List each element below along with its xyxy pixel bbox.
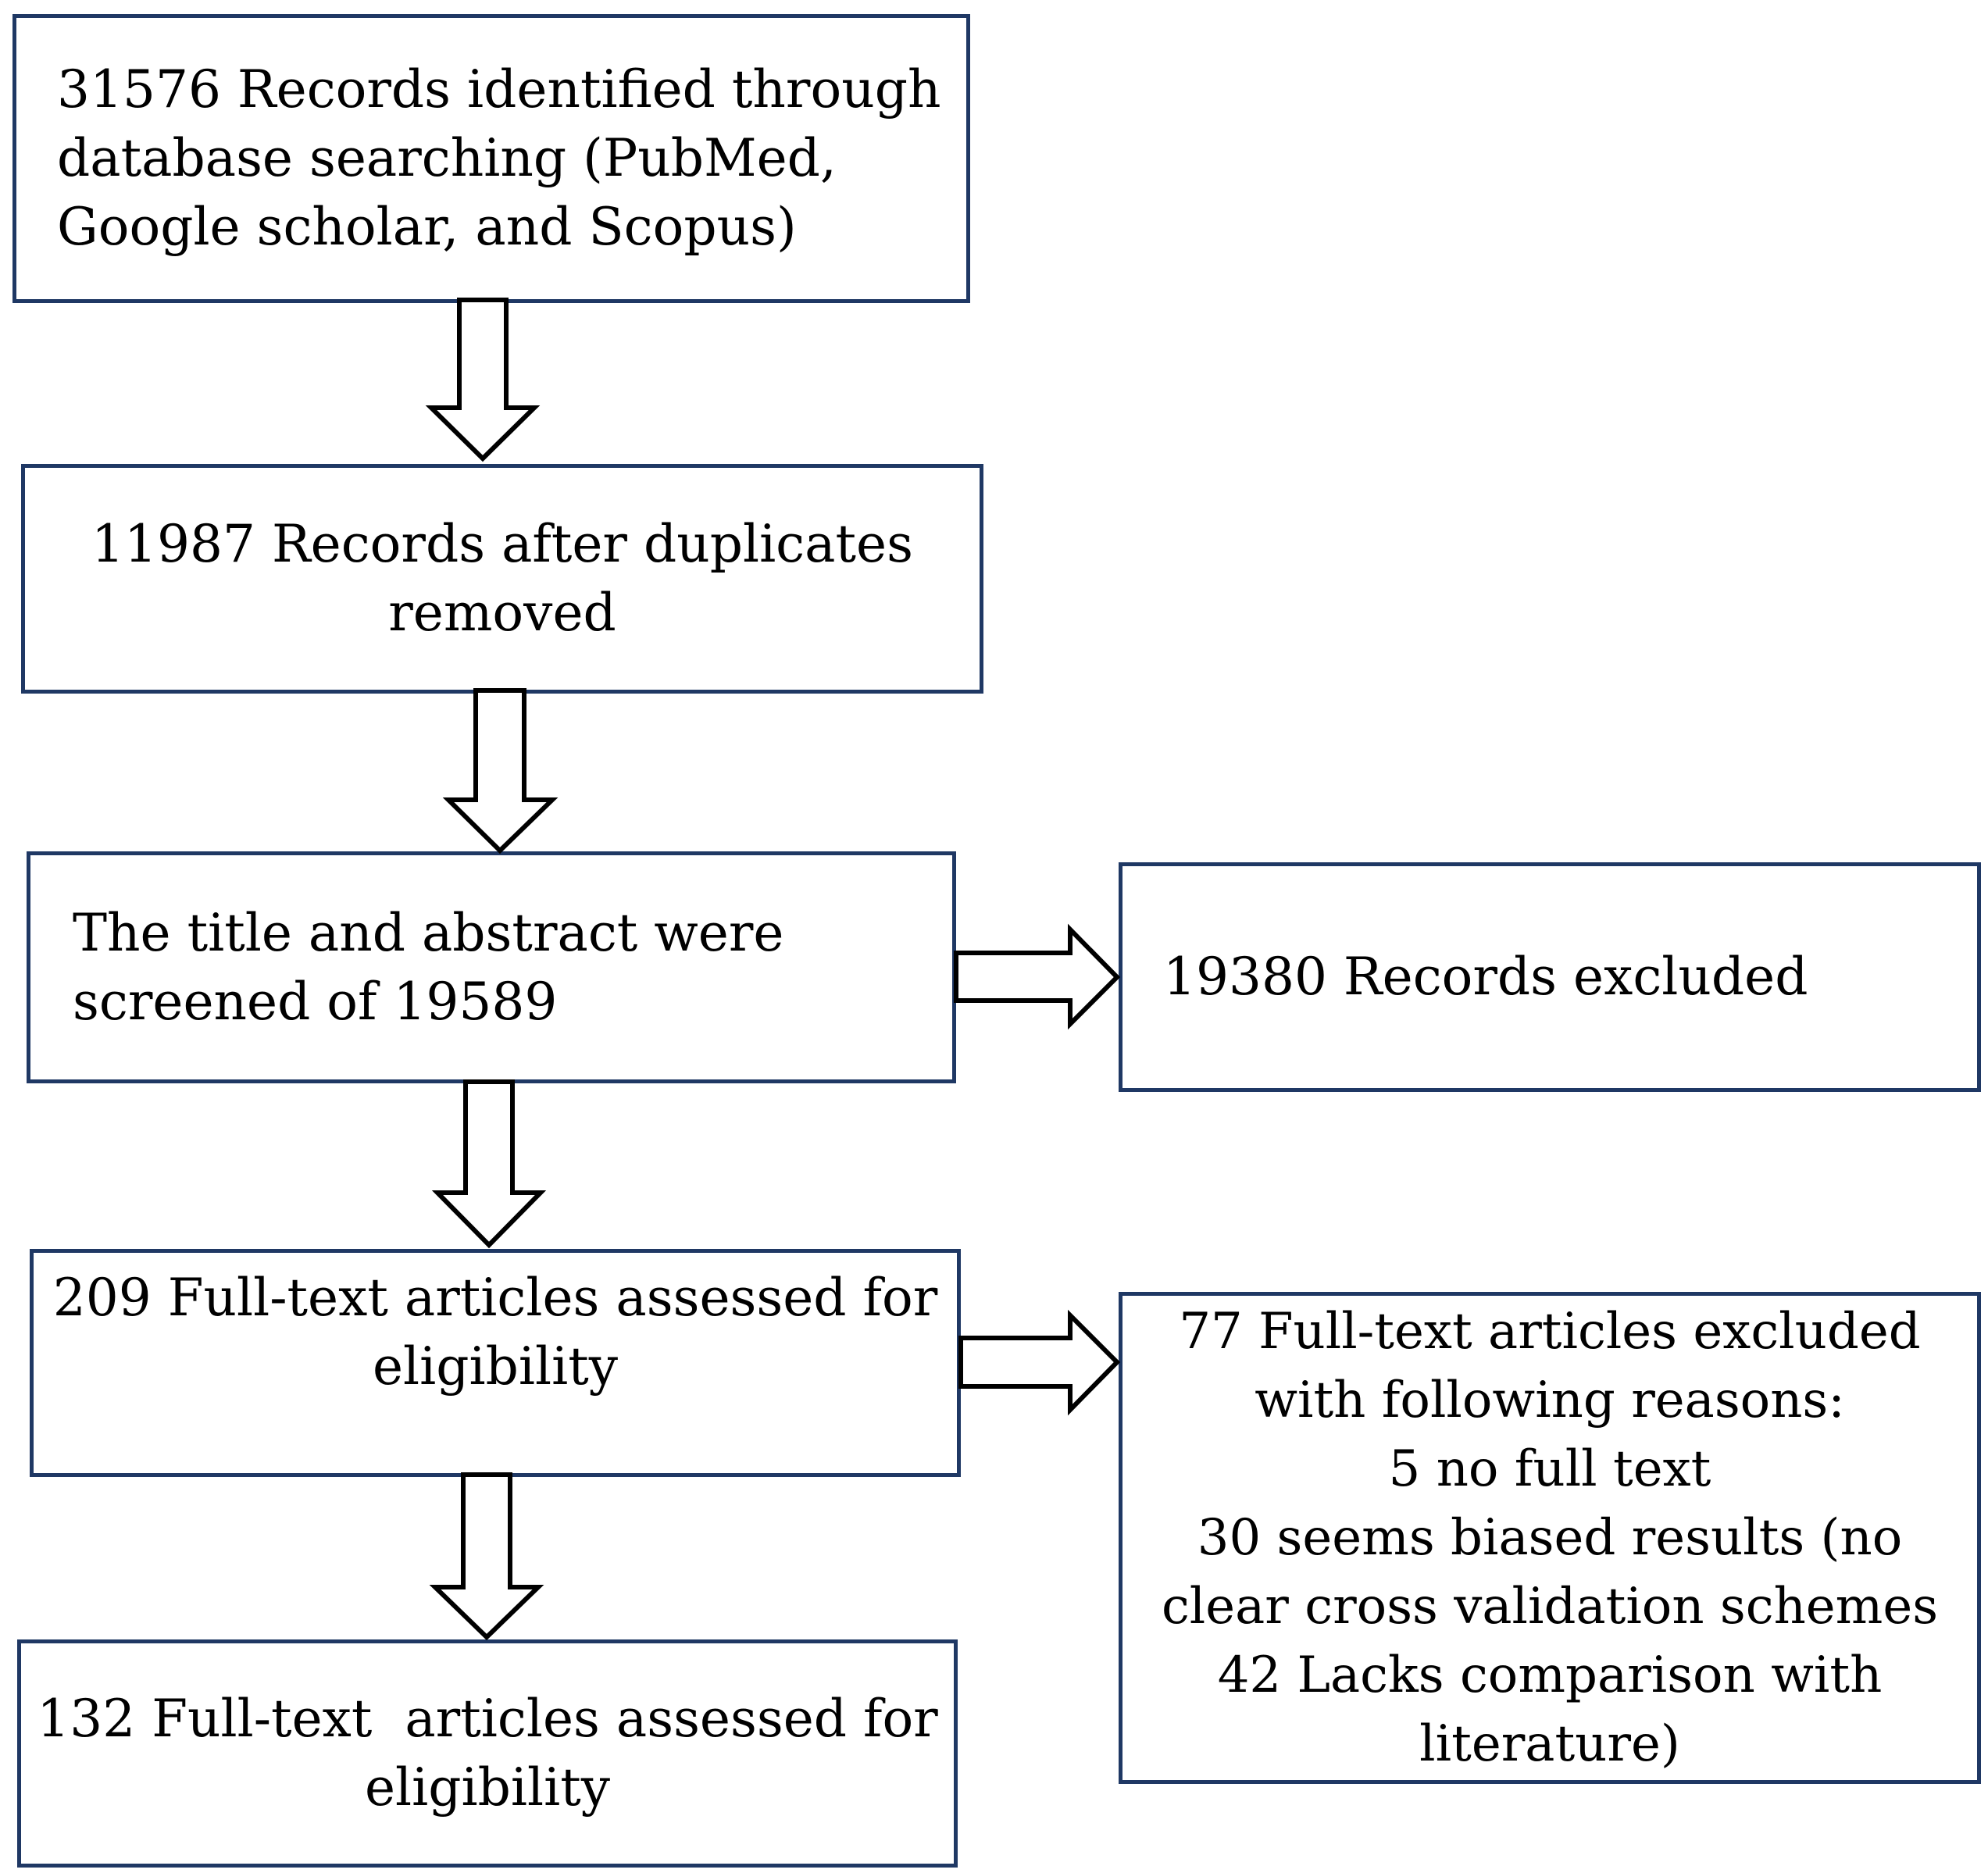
fulltext-excluded-line-6: 42 Lacks comparison with <box>1217 1646 1883 1704</box>
identified-line-3: Google scholar, and Scopus) <box>57 197 797 257</box>
fulltext-excluded-line-7: literature) <box>1419 1715 1680 1773</box>
arrow-right-2 <box>958 1309 1121 1416</box>
included-line-1: 132 Full-text articles assessed for <box>37 1689 938 1749</box>
fulltext-excluded-line-1: 77 Full-text articles excluded <box>1179 1303 1921 1361</box>
fulltext-excluded-box: 77 Full-text articles excluded with foll… <box>1119 1292 1981 1784</box>
fulltext-excluded-line-5: clear cross validation schemes <box>1161 1578 1939 1636</box>
fulltext-excluded-line-3: 5 no full text <box>1388 1440 1711 1498</box>
identified-line-2: database searching (PubMed, <box>57 128 837 188</box>
screened-line-2: screened of 19589 <box>73 971 558 1032</box>
included-line-2: eligibility <box>364 1757 610 1818</box>
arrow-down-1 <box>425 298 541 462</box>
arrow-right-1 <box>954 923 1121 1030</box>
fulltext-excluded-line-4: 30 seems biased results (no <box>1197 1509 1903 1567</box>
arrow-down-3 <box>431 1079 547 1249</box>
included-articles-box: 132 Full-text articles assessed for elig… <box>17 1639 958 1868</box>
arrow-down-2 <box>442 688 559 854</box>
fulltext-assessed-line-1: 209 Full-text articles assessed for <box>52 1268 938 1328</box>
deduplicated-line-2: removed <box>388 583 616 643</box>
fulltext-assessed-box: 209 Full-text articles assessed for elig… <box>30 1249 961 1477</box>
screened-box: The title and abstract were screened of … <box>27 851 956 1083</box>
excluded-records-box: 19380 Records excluded <box>1119 862 1981 1092</box>
screened-line-1: The title and abstract were <box>73 902 784 963</box>
fulltext-excluded-line-2: with following reasons: <box>1255 1372 1845 1429</box>
identified-line-1: 31576 Records identified through <box>57 59 941 120</box>
excluded-records-line-1: 19380 Records excluded <box>1163 947 1808 1007</box>
identified-records-box: 31576 Records identified through databas… <box>12 14 970 303</box>
fulltext-assessed-line-2: eligibility <box>372 1336 618 1397</box>
deduplicated-records-box: 11987 Records after duplicates removed <box>21 464 983 694</box>
deduplicated-line-1: 11987 Records after duplicates <box>91 514 913 574</box>
arrow-down-4 <box>429 1472 544 1641</box>
